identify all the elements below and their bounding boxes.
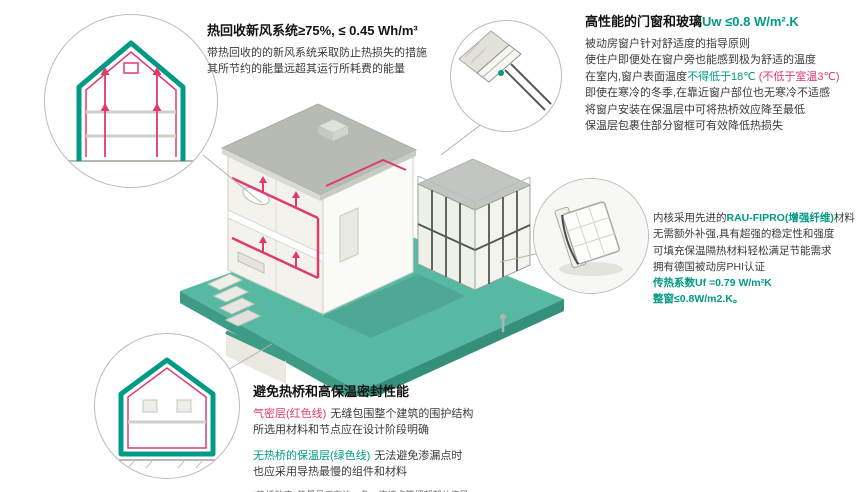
heat-recovery-callout-image	[44, 14, 218, 188]
windows-line3-red: (不低于室温3℃)	[758, 70, 840, 83]
profile-line1-black2: 材料	[833, 212, 855, 224]
heat-recovery-line1: 带热回收的的新风系统采取防止热损失的措施	[207, 46, 427, 59]
thermal-line4: 也应采用导热最慢的组件和材料	[253, 466, 407, 479]
windows-line3-green: 不得低于18℃	[687, 70, 759, 83]
insulated-section-drawing	[107, 357, 227, 469]
thermal-text-block: 避免热桥和高保温密封性能 气密层(红色线)无缝包围整个建筑的围护结构 所选用材料…	[253, 383, 598, 492]
windows-title: 高性能的门窗和玻璃Uw ≤0.8 W/m².K	[585, 13, 862, 31]
window-profile-callout-image	[533, 178, 649, 294]
profile-line2: 无需额外补强,具有超强的稳定性和强度	[653, 228, 835, 241]
airtight-layer-line	[127, 367, 207, 449]
rooftop-unit	[316, 118, 350, 141]
glass-railing	[417, 175, 531, 210]
heat-recovery-text-block: 热回收新风系统≥75%, ≤ 0.45 Wh/m³ 带热回收的的新风系统采取防止…	[207, 22, 479, 78]
profile-line6: 整窗≤0.8W/m2.K。	[653, 293, 744, 306]
right-wing	[416, 158, 532, 291]
floor-slab	[227, 209, 324, 263]
profile-text-block: 内核采用先进的RAU-FIPRO(增强纤维)材料 无需额外补强,具有超强的稳定性…	[653, 210, 863, 308]
insulation-layer-line	[118, 357, 216, 457]
heat-exchanger-unit	[123, 62, 139, 74]
window-section-drawing	[458, 30, 552, 111]
windows-line6: 保温层包裹住部分窗框可有效降低热损失	[585, 120, 783, 133]
windows-title-green: Uw ≤0.8 W/m².K	[702, 14, 799, 29]
profile-line1-green: RAU-FIPRO(增强纤维)	[726, 212, 834, 224]
window-mullions	[417, 190, 476, 283]
thermal-insulation-line: 无热桥的保温层(绿色线)无法避免渗漏点时	[253, 448, 598, 465]
profile-line5: 传热系数Uf =0.79 W/m²K	[653, 277, 772, 290]
kitchen-counter	[237, 251, 265, 274]
heat-recovery-line2: 其所节约的能量远超其运行所耗费的能量	[207, 63, 405, 76]
windows-line3: 在室内,窗户表面温度不得低于18℃ (不低于室温3℃)	[585, 69, 862, 86]
windows-line5: 将窗户安装在保温层中可将热桥效应降至最低	[585, 103, 805, 116]
window-detail-callout-image	[450, 20, 562, 132]
thermal-bridge-note: *热桥效应: 热量易于在边、角、连接点等细部部分传导	[253, 488, 598, 492]
windows-title-black: 高性能的门窗和玻璃	[585, 14, 703, 29]
profile-line1: 内核采用先进的RAU-FIPRO(增强纤维)材料	[653, 210, 863, 226]
house-shadow	[323, 274, 466, 338]
insulation-text: 无法避免渗漏点时	[374, 449, 463, 462]
windows-line1: 被动房窗户针对舒适度的指导原则	[585, 37, 750, 50]
interior-door	[339, 207, 359, 263]
windows-line2: 使住户即便处在窗户旁也能感到极为舒适的温度	[585, 54, 816, 67]
profile-line4: 拥有德国被动房PHI认证	[653, 260, 766, 273]
person-figure	[500, 314, 506, 332]
spacer	[253, 439, 598, 448]
insulation-label: 无热桥的保温层(绿色线)	[253, 449, 371, 462]
windows-line3-black: 在室内,窗户表面温度	[585, 70, 688, 83]
profile-line1-black1: 内核采用先进的	[653, 212, 727, 224]
stairs	[206, 273, 262, 327]
gasket-line	[561, 214, 579, 265]
profile-shadow	[559, 262, 623, 276]
profile-line3: 可填充保温隔热材料轻松满足节能需求	[653, 244, 832, 257]
gasket-dot	[498, 70, 504, 76]
thermal-title: 避免热桥和高保温密封性能	[253, 384, 410, 399]
ventilation-risers	[104, 75, 158, 157]
house-illustration	[180, 103, 564, 396]
thermal-line2: 所选用材料和节点应在设计阶段明确	[253, 424, 429, 437]
house-section-drawing	[67, 40, 195, 162]
airtight-label: 气密层(红色线)	[253, 407, 327, 420]
windows-line4: 即使在寒冷的冬季,在靠近窗户部位也无寒冷不适感	[585, 87, 831, 100]
airtight-text: 无缝包围整个建筑的围护结构	[330, 407, 474, 420]
thermal-airtight-line: 气密层(红色线)无缝包围整个建筑的围护结构	[253, 406, 598, 423]
frame-profile-drawing	[554, 201, 620, 269]
heat-recovery-title: 热回收新风系统≥75%, ≤ 0.45 Wh/m³	[207, 23, 418, 38]
thermal-bridge-callout-image	[94, 333, 240, 479]
windows-text-block: 高性能的门窗和玻璃Uw ≤0.8 W/m².K 被动房窗户针对舒适度的指导原则 …	[585, 13, 862, 135]
airflow-arrows	[100, 67, 162, 111]
